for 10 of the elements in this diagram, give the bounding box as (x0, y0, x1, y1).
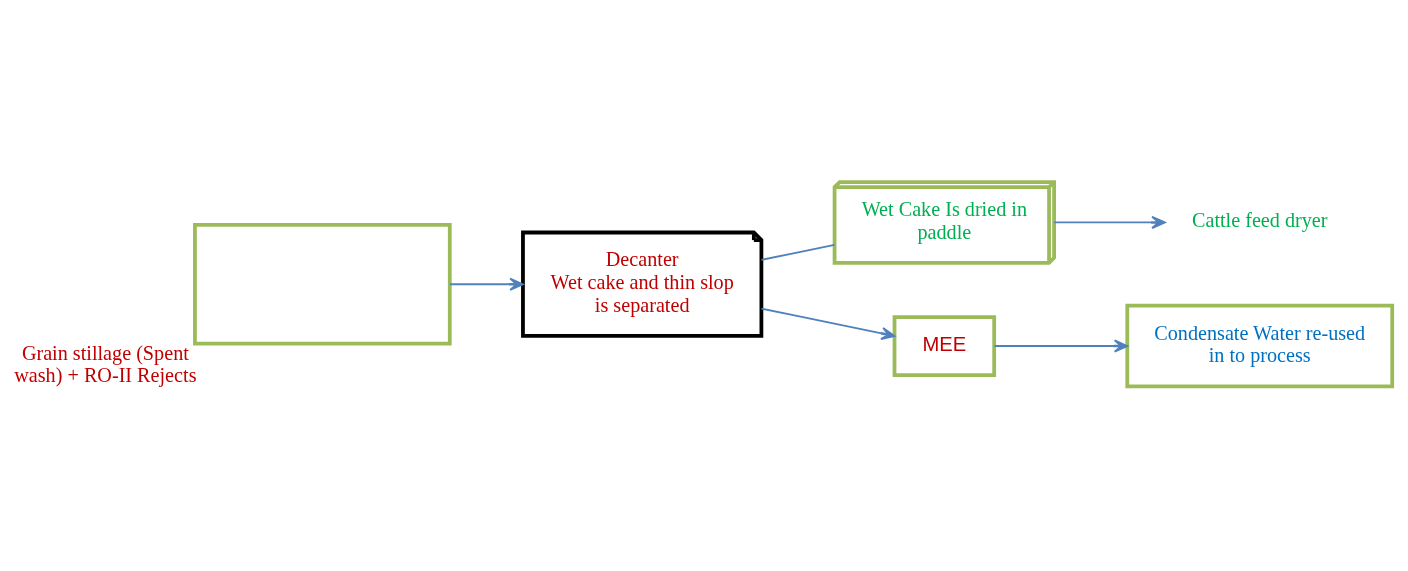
arrow (993, 339, 1129, 353)
arrow (449, 277, 524, 291)
node-text: Cattle feed dryer (1191, 209, 1328, 232)
node-label: Grain stillage (Spent wash) + RO-II Rejects (14, 341, 197, 387)
arrow (1053, 215, 1166, 230)
node-box: Condensate Water re-used in to process (1125, 303, 1395, 389)
node-box: MEE (892, 315, 997, 377)
connector (760, 243, 836, 261)
arrow (760, 307, 896, 340)
node-box (193, 223, 452, 346)
